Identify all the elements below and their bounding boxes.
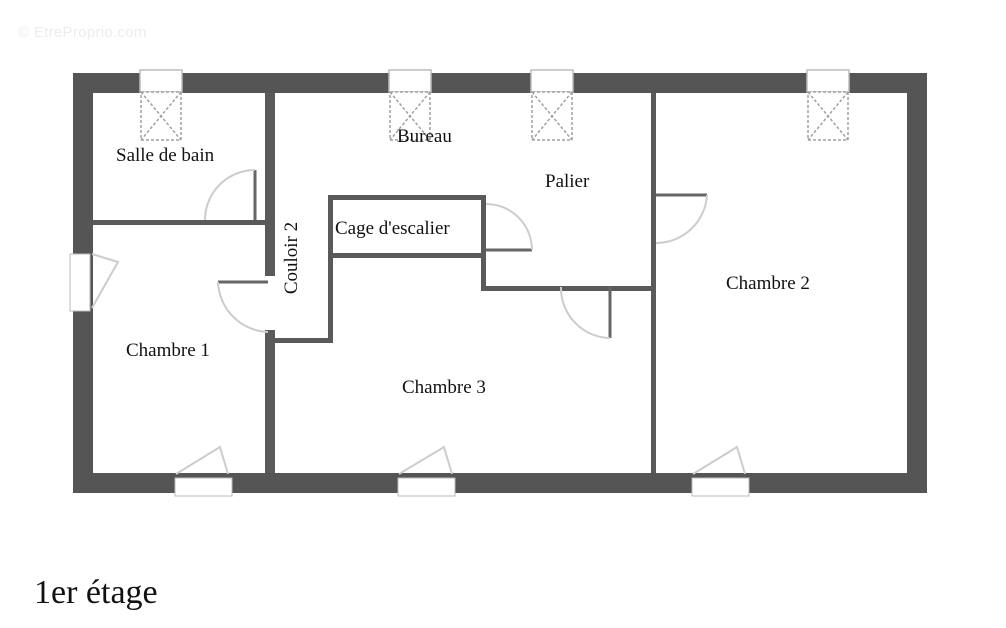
doors — [69, 169, 750, 497]
windows — [139, 69, 850, 141]
watermark: © EtreProprio.com — [18, 24, 147, 41]
room-label-cage-escalier: Cage d'escalier — [335, 218, 450, 239]
room-label-bureau: Bureau — [397, 126, 452, 147]
floor-label: 1er étage — [34, 574, 158, 611]
room-label-chambre-3: Chambre 3 — [402, 377, 486, 398]
room-label-chambre-1: Chambre 1 — [126, 340, 210, 361]
room-label-palier: Palier — [545, 171, 590, 192]
room-label-couloir-2: Couloir 2 — [281, 221, 303, 295]
room-label-chambre-2: Chambre 2 — [726, 273, 810, 294]
interior-walls — [93, 93, 656, 473]
room-label-salle-de-bain: Salle de bain — [116, 145, 215, 166]
